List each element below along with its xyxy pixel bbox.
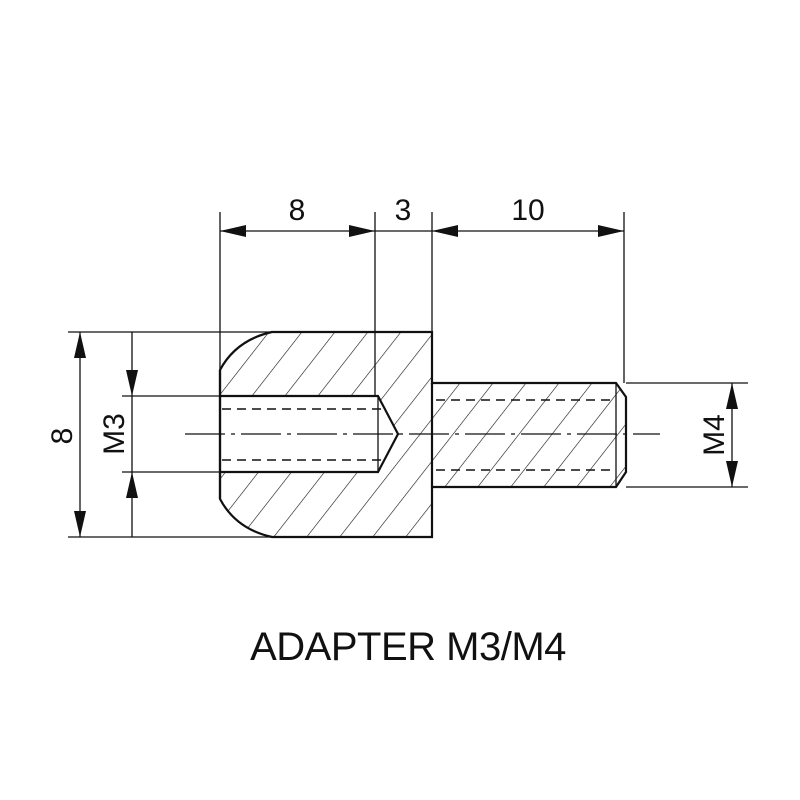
dim-label-nut-length: 8 (289, 194, 306, 227)
dim-label-thread-length: 10 (511, 194, 544, 227)
drawing-title: ADAPTER M3/M4 (250, 625, 566, 669)
dim-label-height: 8 (46, 428, 79, 445)
dim-label-m4: M4 (698, 414, 731, 456)
dimension-line-m4 (726, 383, 738, 487)
dimension-line-m3 (126, 332, 138, 537)
dimension-line-height (74, 332, 86, 537)
dimension-line-horizontal (220, 225, 624, 237)
section-hatching (220, 332, 626, 537)
dim-label-m3: M3 (98, 413, 131, 455)
thread-lines (222, 399, 616, 471)
dim-label-collar-length: 3 (395, 194, 412, 227)
extension-lines (68, 212, 748, 538)
